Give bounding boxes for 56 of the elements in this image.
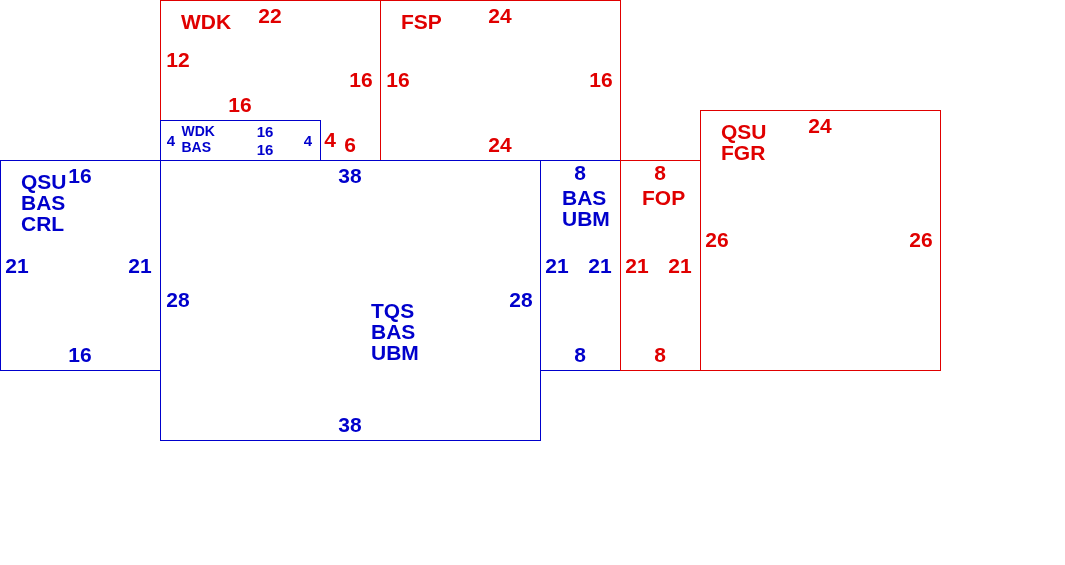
room-name: TQS [371,300,415,321]
room [0,160,161,371]
room-name: FOP [642,187,686,208]
dimension-label: 21 [5,254,29,276]
dimension-label: 21 [668,254,692,276]
room-name: BAS [562,187,607,208]
dimension-label: 21 [625,254,649,276]
dimension-label: 16 [68,343,92,365]
dimension-label: 8 [654,161,666,183]
dimension-label: 16 [386,68,410,90]
room-name: FSP [401,11,442,32]
room [540,160,621,371]
dimension-label: 38 [338,413,362,435]
room [160,160,541,441]
dimension-label: 28 [166,288,190,310]
dimension-label: 4 [303,131,313,149]
dimension-label: 26 [705,228,729,250]
dimension-label: 16 [256,122,274,140]
room-name: BAS [21,192,66,213]
room-name: UBM [371,342,419,363]
dimension-label: 8 [574,343,586,365]
dimension-label: 4 [324,128,336,150]
dimension-label: 16 [68,164,92,186]
room-name: WDK [181,122,215,139]
dimension-label: 24 [488,133,512,155]
dimension-label: 6 [344,133,356,155]
dimension-label: 16 [349,68,373,90]
dimension-label: 21 [588,254,612,276]
dimension-label: 16 [589,68,613,90]
dimension-label: 16 [256,140,274,158]
dimension-label: 26 [909,228,933,250]
dimension-label: 24 [488,4,512,26]
room [620,160,701,371]
room [380,0,621,161]
dimension-label: 8 [574,161,586,183]
room-name: FGR [721,142,766,163]
dimension-label: 21 [128,254,152,276]
dimension-label: 12 [166,48,190,70]
room-name: BAS [371,321,416,342]
dimension-label: 16 [228,93,252,115]
dimension-label: 22 [258,4,282,26]
dimension-label: 38 [338,164,362,186]
room-name: CRL [21,213,65,234]
room-name: QSU [721,121,767,142]
dimension-label: 8 [654,343,666,365]
dimension-label: 4 [166,131,176,149]
room [700,110,941,371]
room [159,119,321,161]
room-name: WDK [181,11,232,32]
dimension-label: 21 [545,254,569,276]
dimension-label: 24 [808,114,832,136]
room [160,0,381,161]
room-name: BAS [181,138,212,155]
room-name: UBM [562,208,610,229]
room-name: QSU [21,171,67,192]
dimension-label: 28 [509,288,533,310]
